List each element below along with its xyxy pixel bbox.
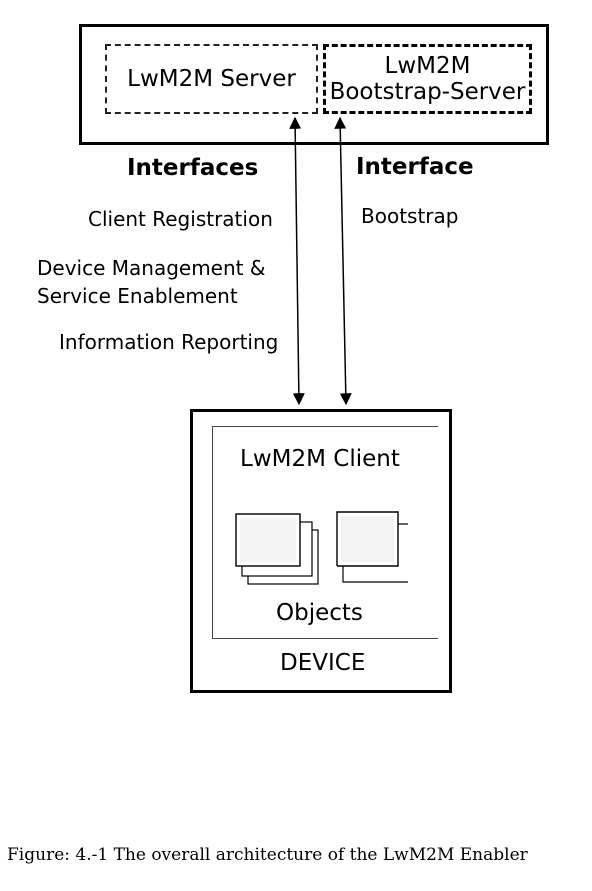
device-container	[190, 409, 452, 693]
lwm2m-server-label: LwM2M Server	[127, 66, 296, 92]
bootstrap-server-box: LwM2M Bootstrap-Server	[323, 44, 532, 114]
bootstrap-arrow	[334, 116, 352, 406]
information-reporting-label: Information Reporting	[59, 330, 279, 354]
lwm2m-client-label: LwM2M Client	[240, 446, 400, 472]
device-label: DEVICE	[280, 650, 366, 676]
lwm2m-server-box: LwM2M Server	[105, 44, 318, 114]
client-registration-label: Client Registration	[88, 207, 273, 231]
interfaces-arrow	[289, 116, 305, 406]
objects-label: Objects	[276, 600, 363, 626]
bootstrap-server-label-line1: LwM2M	[384, 53, 471, 79]
objects-stack-icon-right	[336, 511, 408, 583]
bootstrap-label: Bootstrap	[361, 204, 459, 228]
objects-stack-icon-left	[235, 513, 319, 585]
lwm2m-client-box	[212, 426, 438, 639]
device-management-label: Device Management &	[37, 256, 266, 280]
service-enablement-label: Service Enablement	[37, 284, 238, 308]
figure-caption: Figure: 4.-1 The overall architecture of…	[7, 845, 528, 865]
interfaces-heading: Interfaces	[127, 155, 259, 181]
bootstrap-server-label-line2: Bootstrap-Server	[329, 79, 526, 105]
interface-heading: Interface	[356, 154, 474, 180]
servers-container	[79, 24, 549, 145]
